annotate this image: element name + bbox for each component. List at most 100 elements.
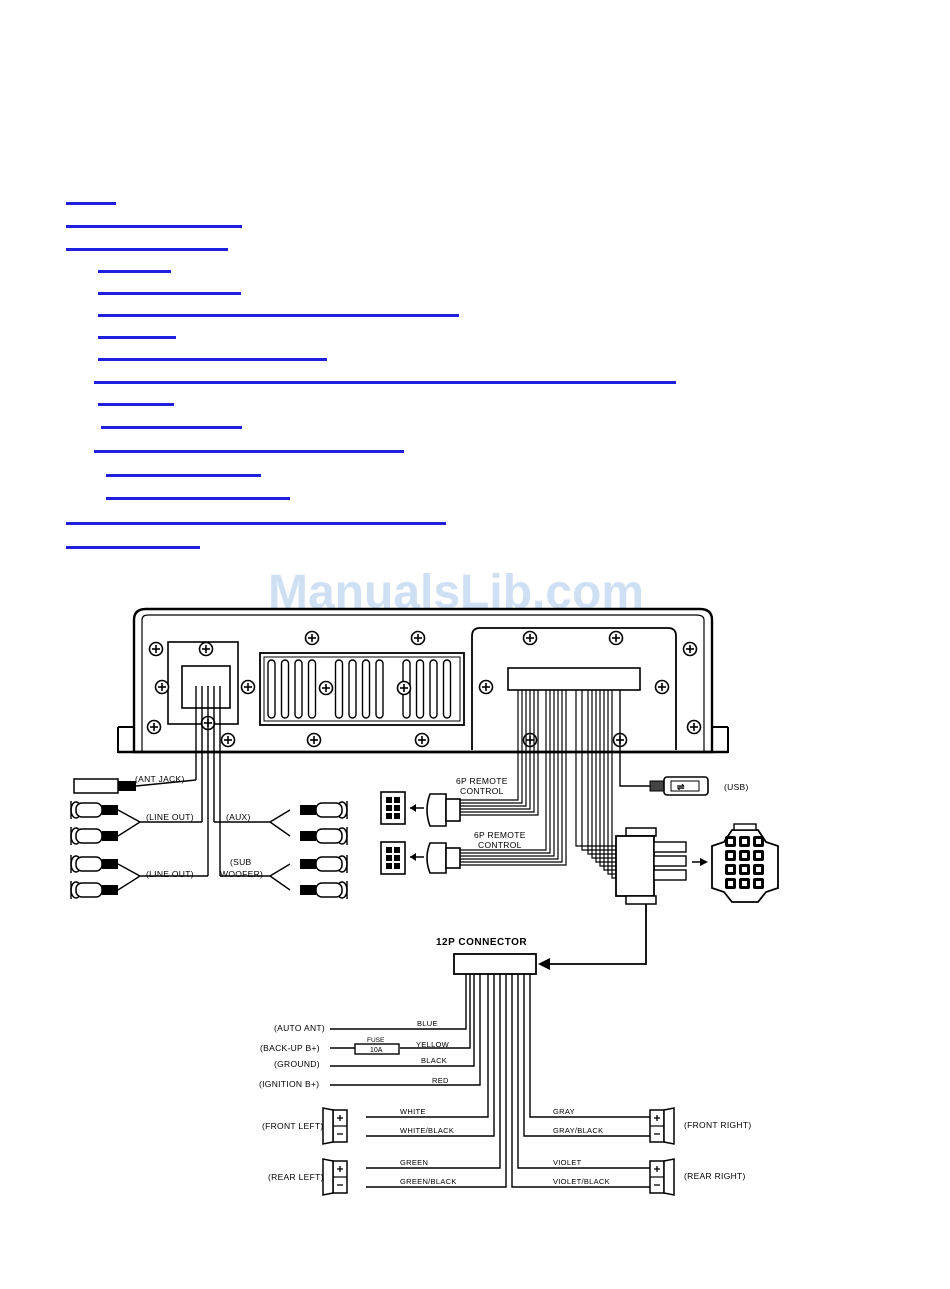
power-wire bbox=[366, 974, 495, 1137]
harness-wire bbox=[603, 690, 616, 871]
remote-control-label-2b: CONTROL bbox=[478, 840, 522, 850]
power-wire bbox=[330, 974, 481, 1086]
speaker-wire bbox=[517, 974, 650, 1169]
toc-link-11[interactable] bbox=[101, 426, 242, 429]
harness-wire bbox=[587, 690, 616, 855]
connector-arrow bbox=[548, 904, 647, 965]
ant-jack-plug bbox=[73, 778, 136, 794]
rear-left-label: (REAR LEFT) bbox=[268, 1172, 324, 1182]
screw-icon bbox=[240, 679, 256, 695]
toc-link-15[interactable] bbox=[66, 522, 446, 525]
socket-pin-hole bbox=[728, 881, 733, 886]
socket-pin-hole bbox=[756, 881, 761, 886]
wire-green: GREEN bbox=[400, 1158, 428, 1167]
toc-link-13[interactable] bbox=[106, 474, 261, 477]
wire-blue: BLUE bbox=[417, 1019, 438, 1028]
toc-link-16[interactable] bbox=[66, 546, 200, 549]
toc-link-14[interactable] bbox=[106, 497, 290, 500]
socket-pin-hole bbox=[728, 853, 733, 858]
fuse-label: FUSE bbox=[367, 1037, 385, 1044]
harness-wire bbox=[581, 690, 616, 851]
screw-icon bbox=[146, 719, 162, 735]
harness-connector bbox=[615, 827, 708, 905]
toc-link-1[interactable] bbox=[66, 202, 116, 205]
socket-pin-hole bbox=[742, 867, 747, 872]
rear-right-label: (REAR RIGHT) bbox=[684, 1171, 746, 1181]
speaker-rear-left bbox=[322, 1158, 348, 1196]
ant-jack-label: (ANT JACK) bbox=[135, 774, 185, 784]
remote-wire bbox=[460, 690, 535, 813]
toc-link-8[interactable] bbox=[98, 358, 327, 361]
power-wire bbox=[366, 974, 507, 1188]
speaker-wire bbox=[511, 974, 650, 1188]
heatsink-fin bbox=[348, 659, 357, 719]
remote-control-connector-2 bbox=[380, 841, 461, 875]
remote-wire bbox=[460, 690, 539, 816]
screw-icon bbox=[220, 732, 236, 748]
socket-pin-hole bbox=[728, 839, 733, 844]
power-wire bbox=[330, 974, 467, 1030]
wire-gray-black: GRAY/BLACK bbox=[553, 1126, 603, 1135]
toc-link-2[interactable] bbox=[66, 225, 242, 228]
toc-link-5[interactable] bbox=[98, 292, 241, 295]
auto-ant-label: (AUTO ANT) bbox=[274, 1023, 325, 1033]
backup-label: (BACK-UP B+) bbox=[260, 1043, 320, 1053]
power-wire bbox=[366, 974, 501, 1169]
screw-icon bbox=[478, 679, 494, 695]
heatsink-fin bbox=[294, 659, 303, 719]
12p-wires bbox=[330, 974, 650, 1188]
toc-link-4[interactable] bbox=[98, 270, 171, 273]
remote-control-connector-1 bbox=[380, 791, 461, 827]
socket-pin-hole bbox=[742, 881, 747, 886]
toc-link-10[interactable] bbox=[98, 403, 174, 406]
toc-link-9[interactable] bbox=[94, 381, 676, 384]
rca-plugs-left bbox=[70, 800, 119, 900]
heatsink-fin bbox=[334, 659, 344, 719]
left-cable-bundle bbox=[117, 686, 291, 891]
heatsink-fin bbox=[375, 659, 384, 719]
toc-link-3[interactable] bbox=[66, 248, 228, 251]
toc-link-6[interactable] bbox=[98, 314, 459, 317]
heatsink-fin bbox=[267, 659, 276, 719]
toc-link-12[interactable] bbox=[94, 450, 404, 453]
toc-link-7[interactable] bbox=[98, 336, 176, 339]
harness-wire bbox=[595, 690, 616, 863]
screw-icon bbox=[414, 732, 430, 748]
watermark: ManualsLib.com bbox=[268, 566, 644, 619]
screw-icon bbox=[306, 732, 322, 748]
heatsink-fin bbox=[307, 659, 317, 719]
heatsink-fin bbox=[415, 659, 425, 719]
socket-pin-hole bbox=[728, 867, 733, 872]
fuse bbox=[354, 1043, 400, 1055]
usb-plug bbox=[619, 690, 709, 796]
wire-violet-black: VIOLET/BLACK bbox=[553, 1177, 610, 1186]
remote-wire bbox=[460, 690, 547, 851]
wire-black: BLACK bbox=[421, 1056, 447, 1065]
usb-label: (USB) bbox=[724, 782, 749, 792]
harness-wire bbox=[599, 690, 616, 867]
screw-icon bbox=[396, 680, 412, 696]
speaker-rear-right bbox=[649, 1158, 675, 1196]
remote-control-label-2a: 6P REMOTE bbox=[474, 830, 526, 840]
heatsink-fin bbox=[429, 659, 438, 719]
harness-socket bbox=[711, 823, 779, 903]
harness-wire bbox=[575, 690, 616, 847]
wire-green-black: GREEN/BLACK bbox=[400, 1177, 457, 1186]
socket-pin-hole bbox=[742, 839, 747, 844]
wire-gray: GRAY bbox=[553, 1107, 575, 1116]
heatsink-fins bbox=[267, 659, 452, 719]
screw-icon bbox=[154, 679, 170, 695]
screw-icon bbox=[198, 641, 214, 657]
aux-label: (AUX) bbox=[226, 812, 251, 822]
heatsink-fin bbox=[361, 659, 371, 719]
screw-icon bbox=[682, 641, 698, 657]
wire-violet: VIOLET bbox=[553, 1158, 582, 1167]
remote-wire bbox=[460, 690, 563, 863]
wire-white-black: WHITE/BLACK bbox=[400, 1126, 454, 1135]
remote-wire bbox=[460, 690, 523, 804]
remote-wire bbox=[460, 690, 555, 857]
power-wire bbox=[400, 974, 471, 1049]
power-wire bbox=[366, 974, 489, 1118]
harness-wire bbox=[607, 690, 616, 875]
